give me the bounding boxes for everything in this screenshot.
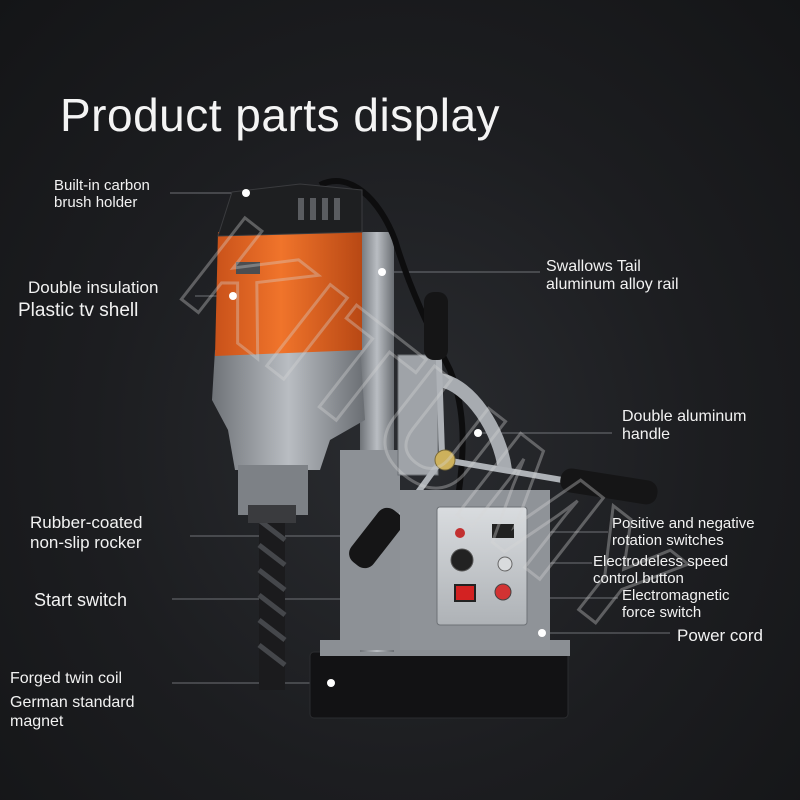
label-line: Power cord: [677, 626, 763, 645]
label-line: Double aluminum: [622, 408, 747, 425]
label-line: Electromagnetic: [622, 587, 730, 604]
motor-top: [217, 183, 363, 237]
motor-vents: [298, 198, 340, 220]
label-rocker: Rubber-coated non-slip rocker: [30, 513, 142, 552]
label-line: handle: [622, 426, 671, 444]
nameplate: [236, 262, 260, 274]
label-insulation: Double insulation Plastic tv shell: [18, 278, 159, 321]
label-line: Swallows Tail: [546, 258, 641, 275]
drill-bit: [257, 510, 287, 690]
label-line: rotation switches: [612, 532, 724, 550]
label-line: aluminum alloy rail: [546, 276, 679, 294]
magnet-base: [309, 651, 569, 719]
label-start-switch: Start switch: [34, 590, 127, 611]
label-line: Double insulation: [28, 278, 159, 297]
label-magnetic-switch: Electromagnetic force switch: [622, 587, 730, 622]
label-line: Plastic tv shell: [18, 299, 139, 321]
label-line: Built-in carbon: [54, 177, 150, 194]
label-brush-holder: Built-in carbon brush holder: [54, 177, 150, 212]
page-title: Product parts display: [60, 89, 501, 141]
motor-housing-lower: [212, 345, 365, 470]
label-speed: Electrodeless speed control button: [593, 553, 728, 588]
label-magnet: Forged twin coil German standard magnet: [10, 670, 135, 731]
label-line: Rubber-coated: [30, 513, 143, 532]
chuck: [248, 505, 296, 523]
label-line: brush holder: [54, 194, 138, 212]
label-line: control button: [593, 570, 684, 588]
label-rotation: Positive and negative rotation switches: [612, 515, 755, 550]
handle-arch: [438, 373, 512, 472]
label-line: Forged twin coil: [10, 670, 123, 687]
callout-dots: [229, 189, 546, 687]
label-line: Positive and negative: [612, 515, 755, 532]
control-buttons: [450, 524, 514, 602]
label-handle: Double aluminum handle: [622, 408, 747, 445]
label-line: German standard: [10, 694, 135, 712]
label-line: Start switch: [34, 590, 128, 610]
label-rail: Swallows Tail aluminum alloy rail: [546, 258, 679, 295]
label-line: force switch: [622, 604, 702, 622]
label-power-cord: Power cord: [677, 626, 763, 646]
orange-motor-shell: [215, 228, 362, 356]
label-line: non-slip rocker: [30, 532, 142, 552]
label-line: magnet: [10, 712, 64, 730]
label-line: Electrodeless speed: [593, 553, 729, 570]
